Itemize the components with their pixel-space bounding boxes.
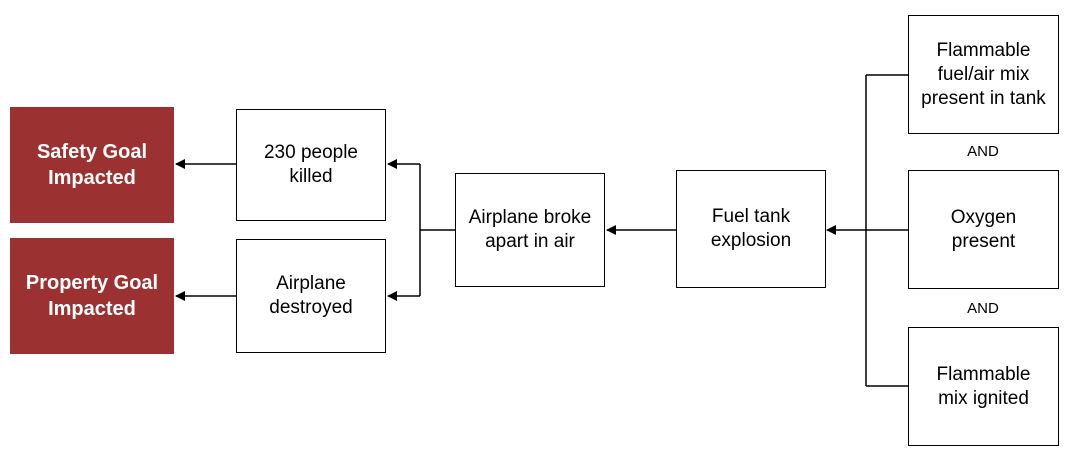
airplane-destroyed-box: Airplane destroyed bbox=[236, 239, 386, 353]
mix-ignited-box: Flammable mix ignited bbox=[908, 327, 1059, 446]
property-goal-box: Property Goal Impacted bbox=[10, 238, 174, 354]
and-label-1: AND bbox=[967, 143, 999, 160]
fuel-air-mix-box: Flammable fuel/air mix present in tank bbox=[908, 15, 1059, 134]
safety-goal-box: Safety Goal Impacted bbox=[10, 107, 174, 223]
and-label-2: AND bbox=[967, 300, 999, 317]
oxygen-present-box: Oxygen present bbox=[908, 170, 1059, 289]
people-killed-box: 230 people killed bbox=[236, 109, 386, 221]
fuel-tank-explosion-box: Fuel tank explosion bbox=[676, 170, 826, 288]
airplane-broke-apart-box: Airplane broke apart in air bbox=[455, 173, 605, 287]
